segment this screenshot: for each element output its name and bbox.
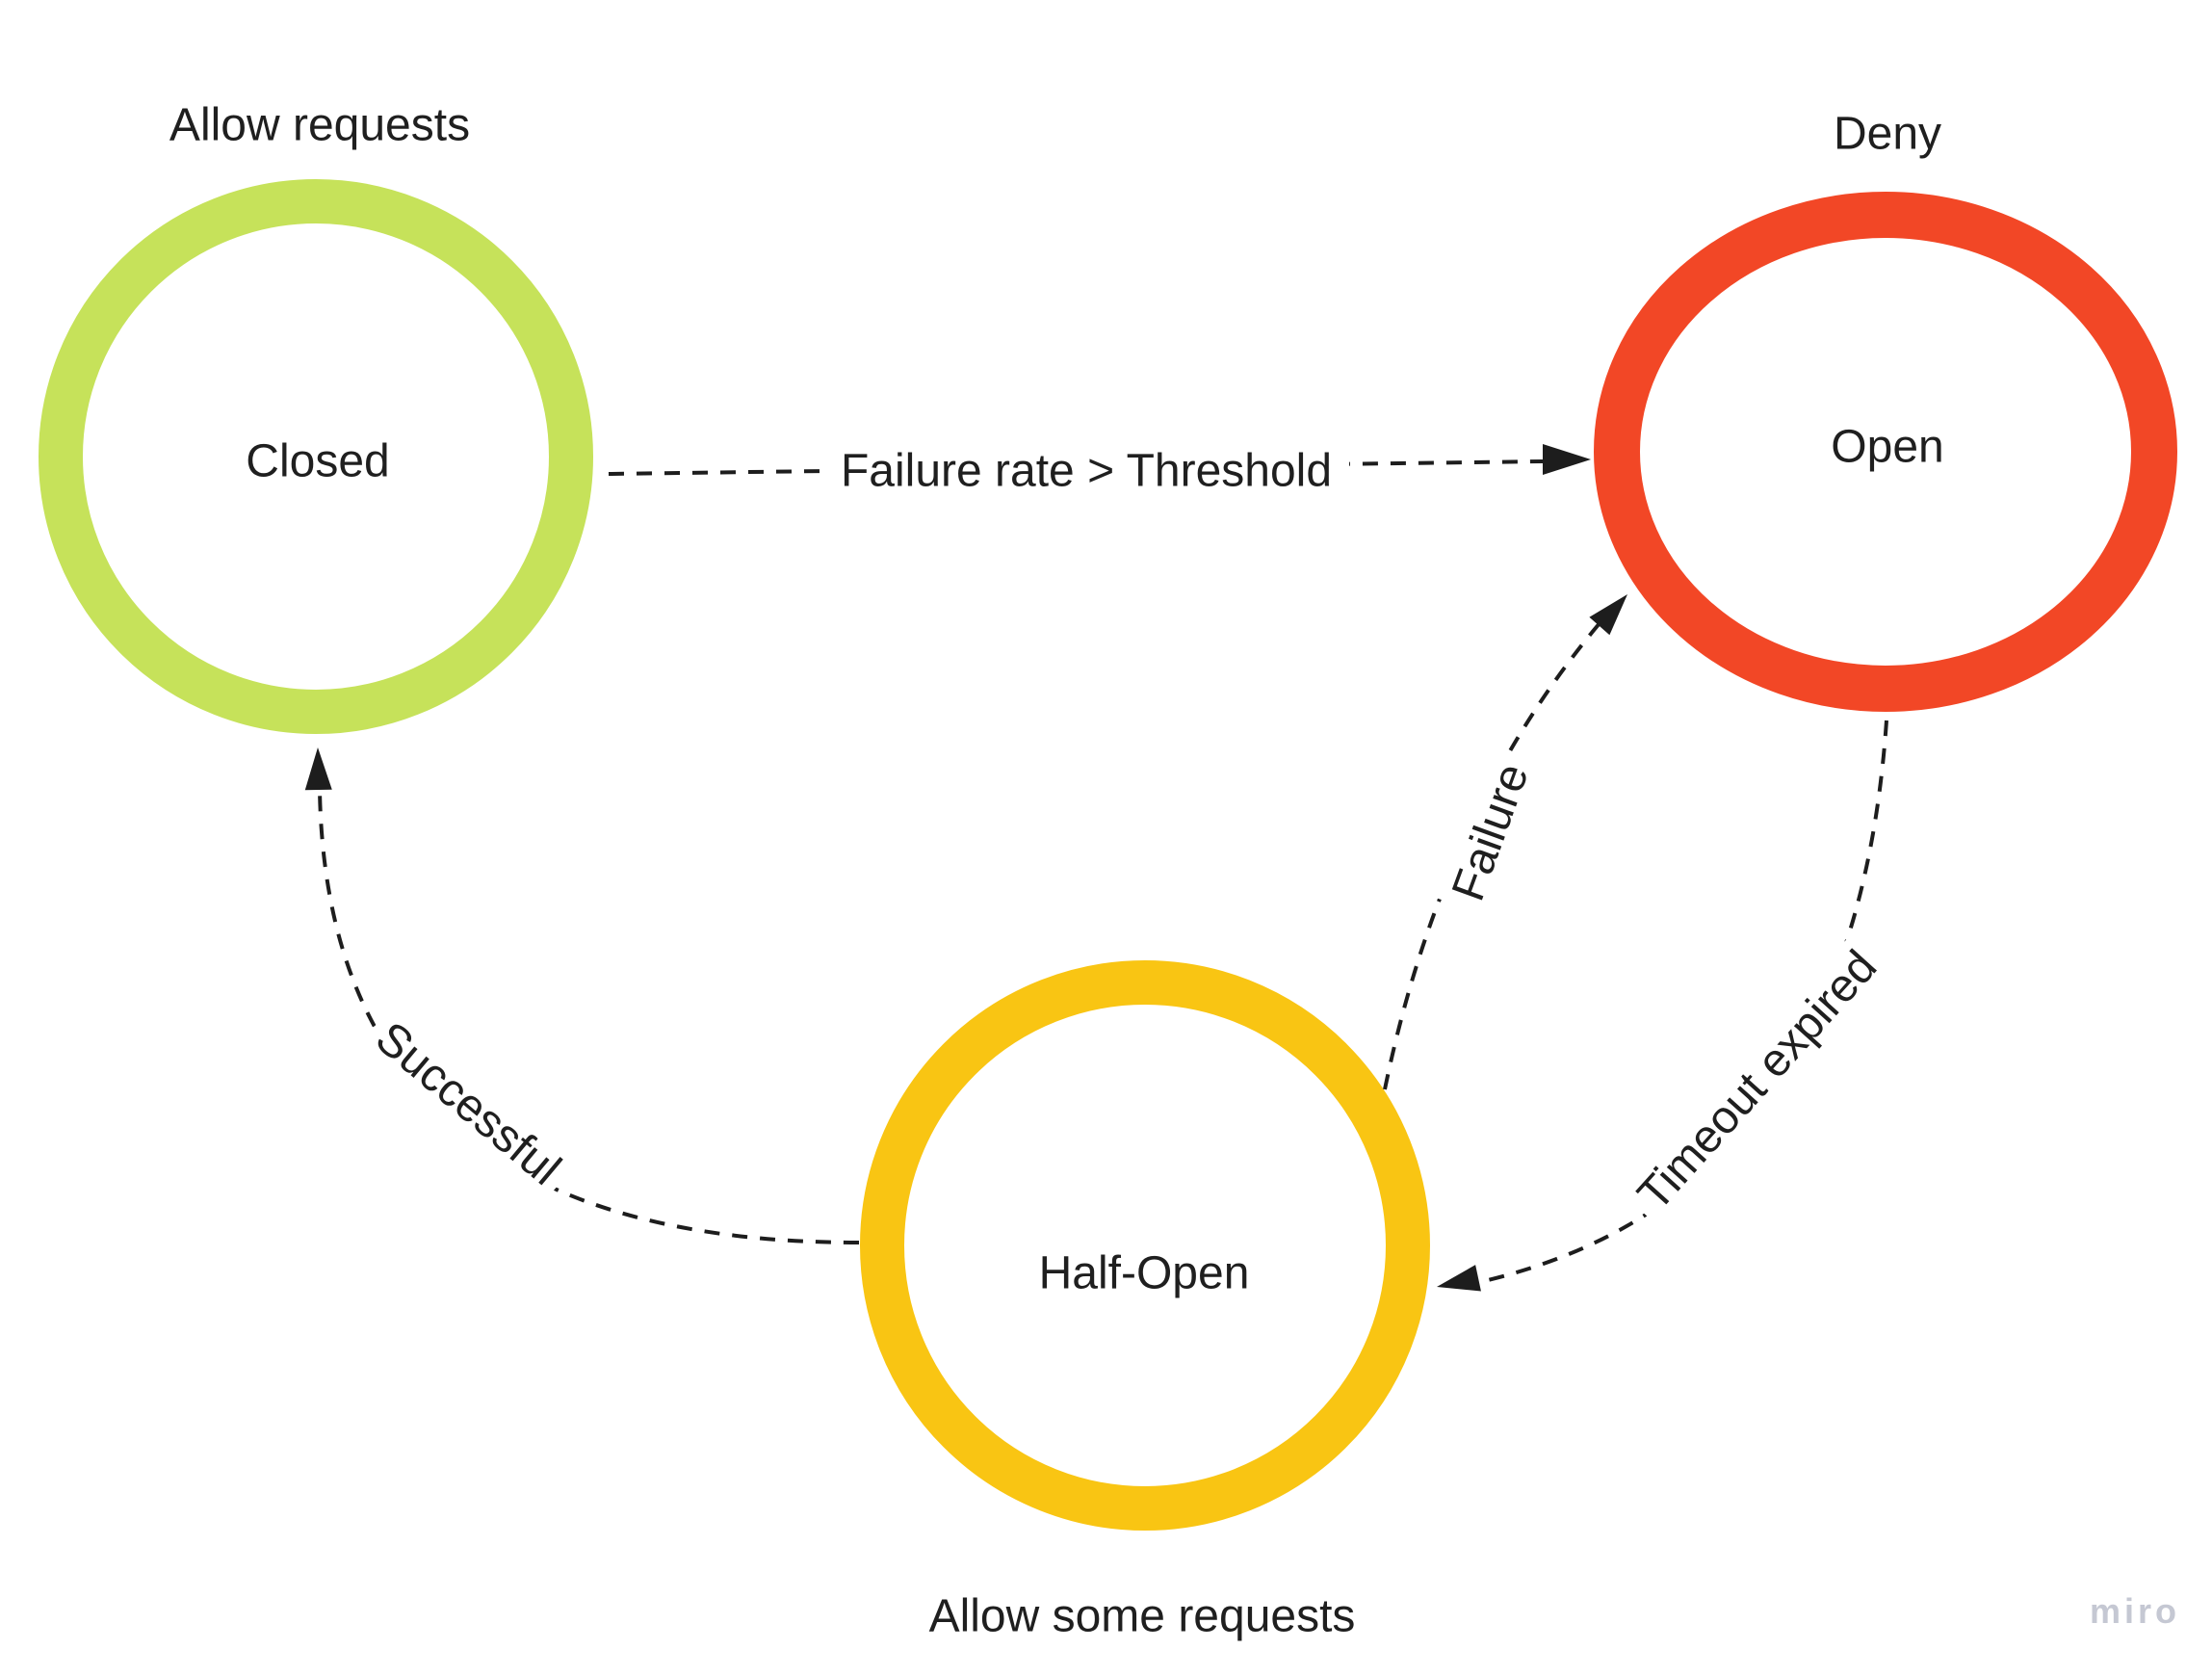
open-state-circle [1594,192,2177,712]
open-annotation: Deny [1833,108,1942,160]
transition-label-failure-rate-threshold: Failure rate > Threshold [822,440,1350,502]
closed-label: Closed [246,435,390,487]
closed-annotation: Allow requests [169,99,471,151]
arrowhead-half-open-to-open [1589,594,1627,636]
open-label: Open [1831,421,1944,473]
arrowhead-open-to-half-open [1437,1265,1481,1292]
half-open-label: Half-Open [1038,1247,1250,1299]
arrowhead-half-open-to-closed [304,747,332,791]
closed-state-circle [39,179,593,734]
miro-watermark: miro [2090,1591,2181,1631]
half-open-annotation: Allow some requests [928,1590,1356,1642]
arrowhead-closed-to-open [1543,444,1591,475]
half-open-state-circle [860,960,1430,1531]
